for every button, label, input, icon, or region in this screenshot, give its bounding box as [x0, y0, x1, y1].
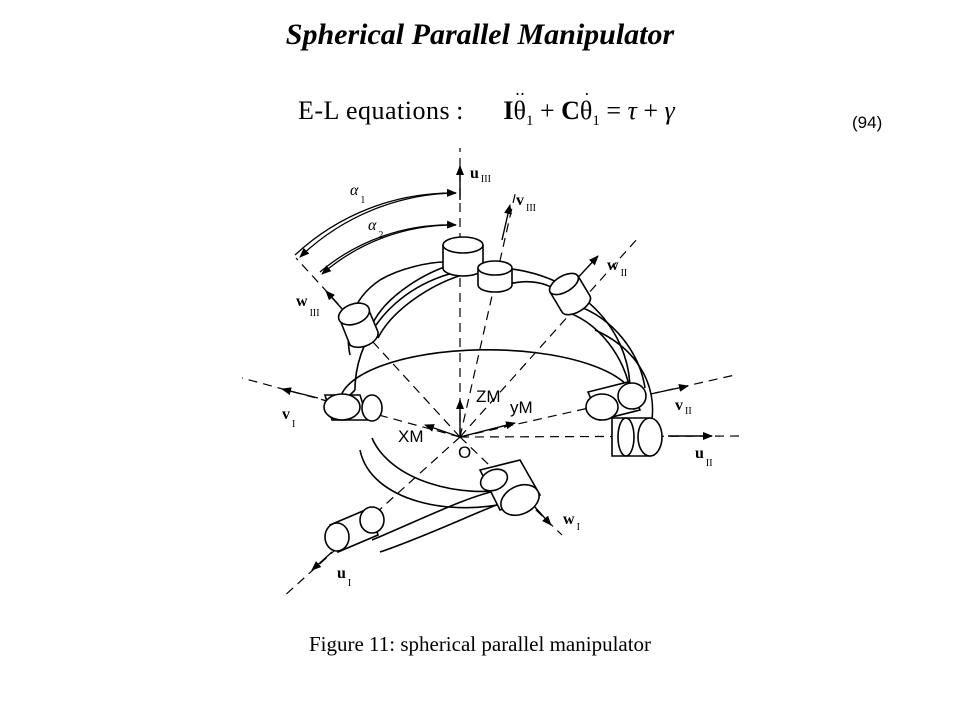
link-outer-right: [594, 329, 654, 431]
w-I-arrow: [533, 505, 552, 526]
link-base-a: [371, 489, 501, 541]
joints: [323, 236, 663, 554]
label-u-I: uI: [337, 565, 351, 589]
w-I-axis-line: [459, 436, 563, 536]
alpha1-arc-rev: [299, 192, 457, 258]
v-I-arrow: [281, 387, 319, 399]
figure-caption: Figure 11: spherical parallel manipulato…: [308, 632, 652, 656]
u-II-axis-line: [459, 435, 746, 438]
single-dot-accent: ·: [583, 84, 590, 104]
label-alpha2: α2: [368, 217, 383, 241]
gamma-symbol: γ: [664, 96, 675, 125]
platform-rim-arc: [339, 348, 636, 406]
v-III-axis-line: [459, 189, 517, 438]
joint-upper-left: [337, 302, 379, 349]
label-w-III: wIII: [296, 293, 320, 319]
dashed-axes: [241, 148, 746, 599]
w-III-axis-line: [295, 257, 461, 438]
label-v-I: vI: [282, 406, 295, 430]
label-z-m: ZM: [476, 387, 501, 406]
equation-colon: :: [456, 96, 464, 125]
joint-right: [585, 381, 647, 421]
link-upper-a: [369, 264, 451, 331]
theta-double-dot: ··θ: [513, 84, 526, 125]
equation-label: E-L equations: [298, 96, 451, 125]
joint-bottom: [478, 459, 542, 517]
joint-top: [442, 236, 484, 277]
label-y-m: yM: [510, 398, 533, 417]
label-origin: O: [458, 443, 471, 462]
u-I-arrow: [311, 551, 333, 571]
link-right-b: [574, 304, 646, 389]
alpha-arcs: [294, 188, 457, 275]
subscript-1a: 1: [525, 113, 534, 130]
theta-dot: ·θ: [579, 84, 593, 125]
tau-symbol: τ: [627, 96, 637, 125]
label-x-m: XM: [398, 427, 424, 446]
slide-title: Spherical Parallel Manipulator: [285, 18, 675, 51]
joint-upper-right: [548, 272, 592, 316]
label-u-II: uII: [695, 445, 713, 469]
axis-arrows: [281, 165, 713, 571]
double-dot-accent: ··: [514, 84, 525, 104]
y-m-arrow: [459, 421, 516, 438]
link-upper-b: [377, 274, 463, 339]
alpha2-arc: [319, 220, 457, 273]
joint-top-2: [477, 260, 513, 293]
euler-lagrange-equation: E-L equations:I··θ1 + C·θ1 = τ + γ: [298, 84, 675, 130]
alpha2-arc-rev: [321, 224, 457, 275]
linkages: [347, 261, 654, 553]
x-m-arrow: [424, 424, 461, 438]
v-II-arrow: [654, 383, 689, 394]
plus-sign-2: +: [636, 96, 665, 125]
platform-frame: [424, 399, 516, 438]
coriolis-symbol: C: [561, 96, 580, 125]
joint-base: [324, 506, 385, 554]
equals-sign: =: [599, 96, 628, 125]
equation-number: (94): [852, 113, 883, 132]
v-III-arrow: [501, 204, 512, 241]
label-alpha1: α1: [350, 182, 365, 206]
joint-right-lower: [611, 417, 663, 457]
plus-sign-1: +: [533, 96, 562, 125]
subscript-1b: 1: [592, 113, 600, 130]
joint-left: [323, 393, 383, 422]
inertia-symbol: I: [503, 96, 514, 125]
